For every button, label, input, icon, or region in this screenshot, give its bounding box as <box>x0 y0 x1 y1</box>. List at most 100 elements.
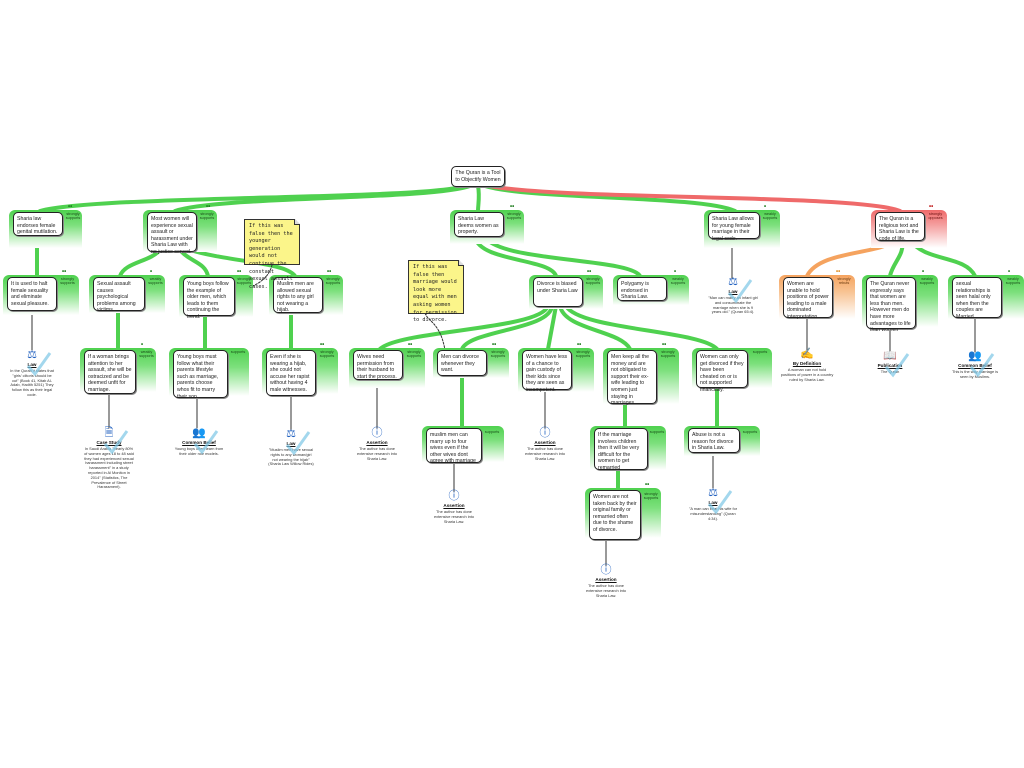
claim-text[interactable]: It is used to halt female sexuality and … <box>7 277 57 311</box>
relation-label: strongly supports <box>643 492 659 501</box>
note-pointer-n2 <box>424 312 446 351</box>
claim-text[interactable]: Most women will experience sexual assaul… <box>147 212 197 255</box>
relation-label: weakly supports <box>148 277 163 286</box>
root-claim[interactable]: The Quran is a Tool to Objectify Women <box>451 166 505 187</box>
strength-dots: •• <box>408 342 413 348</box>
claim-text[interactable]: Divorce is biased under Sharia Law <box>533 277 583 307</box>
relation-label: strongly supports <box>65 212 81 221</box>
claim-text[interactable]: Women are unable to hold positions of po… <box>783 277 833 320</box>
relation-label: strongly rebuts <box>837 277 851 286</box>
strength-dots: •• <box>836 269 841 275</box>
evidence-e5[interactable]: ⓘ Assertion The author has done extensiv… <box>353 427 401 461</box>
evidence-e7[interactable]: ⓘ Assertion The author has done extensiv… <box>521 427 569 461</box>
claim-text[interactable]: Muslim men are allowed sexual rights to … <box>273 277 323 313</box>
claim-text[interactable]: If the marriage involves children then i… <box>594 428 648 471</box>
connector-root-c1 <box>38 184 467 213</box>
evidence-e9[interactable]: ⚖ Law "A man can beat his wife for misun… <box>688 487 738 521</box>
evidence-text: The author has done extensive research i… <box>524 446 565 461</box>
assertion-icon: ⓘ <box>371 427 383 439</box>
claim-text[interactable]: If a woman brings attention to her assau… <box>84 350 136 394</box>
relation-label: strongly supports <box>490 350 506 359</box>
strength-dots: • <box>1008 269 1011 275</box>
connector-c2-c2a <box>118 248 162 278</box>
evidence-e13[interactable]: 👥 Common Belief This is the way marriage… <box>950 350 1000 380</box>
law-scales-icon: ⚖ <box>27 349 37 361</box>
evidence-type: Assertion <box>443 503 465 508</box>
relation-label: strongly supports <box>319 350 335 359</box>
strength-dots: •• <box>510 204 515 210</box>
evidence-text: "Muslim men have sexual rights to any wo… <box>268 447 314 467</box>
evidence-e11[interactable]: ✍ By Definition A woman can not hold pos… <box>780 348 834 382</box>
common-belief-icon: 👥 <box>192 427 206 439</box>
relation-label: weakly supports <box>139 350 154 359</box>
evidence-text: "Man can marry an infant girl and consum… <box>708 295 758 315</box>
relation-label: supports <box>484 430 500 434</box>
claim-text[interactable]: Even if she is wearing a hijab, she coul… <box>266 350 316 396</box>
claim-text[interactable]: The Quran is a religious text and Sharia… <box>875 212 925 242</box>
evidence-e10[interactable]: ⚖ Law "Man can marry an infant girl and … <box>708 276 758 315</box>
evidence-text: A woman can not hold positions of power … <box>780 367 834 382</box>
claim-text[interactable]: The Quran never expressly says that wome… <box>866 277 916 333</box>
evidence-e3[interactable]: 👥 Common Belief Young boys often learn f… <box>174 427 224 457</box>
relation-label: supports <box>752 350 768 354</box>
claim-text[interactable]: Sharia Law allows for young female marri… <box>708 212 760 242</box>
relation-label: strongly supports <box>236 277 252 286</box>
connector-root-c5 <box>488 184 902 213</box>
evidence-text: In the Quran it states that "girls' clit… <box>10 368 54 397</box>
evidence-e2[interactable]: 🗎 Case Study In Saudi Arabia "nearly 80%… <box>84 427 134 490</box>
note-n1[interactable]: If this was false then the younger gener… <box>244 219 300 290</box>
relation-label: weakly supports <box>1005 277 1021 286</box>
claim-text[interactable]: muslim men can marry up to four wives ev… <box>426 428 482 464</box>
strength-dots: • <box>922 269 925 275</box>
claim-text[interactable]: Women have less of a chance to gain cust… <box>522 350 572 393</box>
evidence-e12[interactable]: 📖 Publication The Quran <box>866 350 914 378</box>
evidence-text: This is the way marriage is seen by Musl… <box>951 369 999 379</box>
strength-dots: •• <box>577 342 582 348</box>
strength-dots: •• <box>327 269 332 275</box>
claim-text[interactable]: Sexual assault causes psychological prob… <box>93 277 145 313</box>
claim-text[interactable]: Women are not taken back by their origin… <box>589 490 641 540</box>
connector-root-c2 <box>173 184 472 213</box>
claim-text[interactable]: Sharia law endorses female genital mutil… <box>13 212 63 236</box>
evidence-e6[interactable]: ⓘ Assertion The author has done extensiv… <box>430 490 478 524</box>
evidence-type: By Definition <box>792 361 822 366</box>
claim-text[interactable]: Men can divorce whenever they want. <box>437 350 487 376</box>
relation-label: strongly supports <box>506 212 522 221</box>
evidence-text: The Quran <box>880 369 900 374</box>
evidence-e1[interactable]: ⚖ Law In the Quran it states that "girls… <box>10 349 54 398</box>
relation-label: strongly supports <box>60 277 75 286</box>
claim-text[interactable]: Young boys follow the example of older m… <box>183 277 235 320</box>
relation-label: strongly opposes <box>928 212 943 221</box>
evidence-type: Assertion <box>534 440 556 445</box>
relation-label: strongly supports <box>325 277 341 286</box>
claim-text[interactable]: sexual relationships is seen halal only … <box>952 277 1002 320</box>
evidence-type: Common Belief <box>958 363 992 368</box>
relation-label: supports <box>230 350 246 354</box>
evidence-text: The author has done extensive research i… <box>585 583 626 598</box>
relation-label: strongly supports <box>660 350 676 359</box>
evidence-e4[interactable]: ⚖ Law "Muslim men have sexual rights to … <box>268 428 314 467</box>
law-scales-icon: ⚖ <box>286 428 296 440</box>
evidence-text: "A man can beat his wife for misundersta… <box>688 506 738 521</box>
claim-text[interactable]: Men keep all the money and are not oblig… <box>607 350 657 406</box>
claim-text[interactable]: Women can only get divorced if they have… <box>696 350 748 393</box>
evidence-e8[interactable]: ⓘ Assertion The author has done extensiv… <box>582 564 630 598</box>
claim-text[interactable]: Abuse is not a reason for divorce in Sha… <box>688 428 740 453</box>
publication-book-icon: 📖 <box>883 350 897 362</box>
relation-label: weakly supports <box>919 277 935 286</box>
evidence-type: Law <box>27 362 37 367</box>
strength-dots: •• <box>645 482 650 488</box>
claim-text[interactable]: Wives need permission from their husband… <box>353 350 403 380</box>
note-n2[interactable]: If this was false then marriage would lo… <box>408 260 464 323</box>
relation-label: weakly supports <box>670 277 686 286</box>
evidence-text: The author has done extensive research i… <box>356 446 397 461</box>
claim-text[interactable]: Young boys must follow what their parent… <box>173 350 228 400</box>
claim-text[interactable]: Polygamy is endorsed in Sharia Law. <box>617 277 667 301</box>
relation-label: supports <box>742 430 758 434</box>
connector-root-c3 <box>476 184 481 213</box>
claim-text[interactable]: Sharia Law deems women as property. <box>454 212 504 237</box>
common-belief-icon: 👥 <box>968 350 982 362</box>
relation-label: supports <box>649 430 665 434</box>
evidence-type: Law <box>708 500 718 505</box>
connector-c3a-c3a3 <box>546 304 558 351</box>
